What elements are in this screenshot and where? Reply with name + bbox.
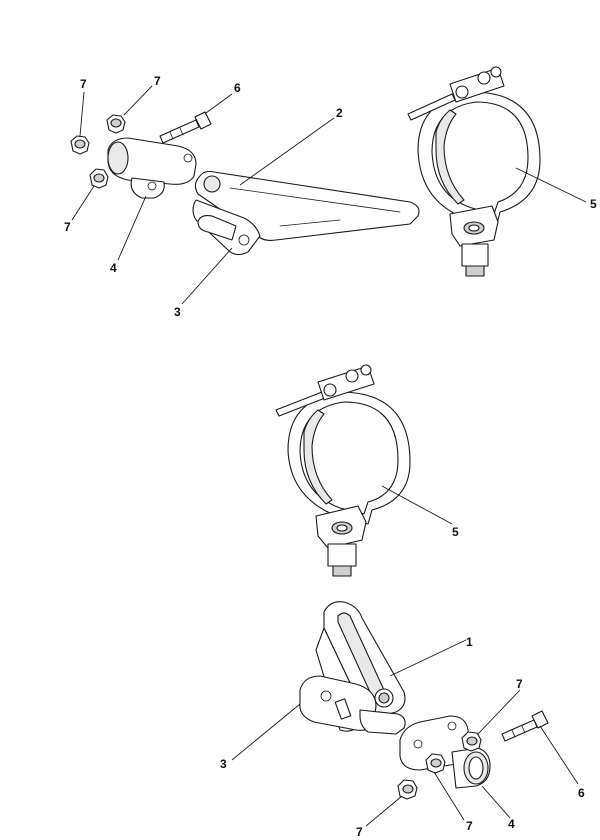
callout-bot-3: 3 [220, 757, 227, 771]
callout-bot-7b: 7 [466, 819, 473, 833]
bolt-bottom [501, 710, 549, 742]
bracket-arm-top [192, 170, 420, 256]
callout-bot-7c: 7 [356, 825, 363, 839]
callout-top-5: 5 [590, 197, 597, 211]
nut-bottom-left [397, 779, 418, 800]
bolt-top [159, 111, 212, 144]
callout-top-4: 4 [110, 261, 117, 275]
callout-top-2: 2 [336, 106, 343, 120]
nut-top-center [106, 114, 126, 134]
nut-bottom-center [425, 753, 446, 774]
callout-bot-7a: 7 [516, 677, 523, 691]
callout-top-7c: 7 [64, 220, 71, 234]
nut-top-left-upper [70, 135, 90, 155]
callout-top-6: 6 [234, 81, 241, 95]
nut-bottom-right [461, 731, 482, 752]
base-block-bottom [299, 675, 406, 735]
bottom-assembly: 1 7 3 6 7 4 7 [220, 601, 585, 839]
callout-mid-5: 5 [452, 525, 459, 539]
callout-top-7a: 7 [80, 77, 87, 91]
callout-top-3: 3 [174, 305, 181, 319]
clamp-block-top [107, 137, 197, 199]
clamp-block-bottom [399, 715, 491, 789]
callout-top-7b: 7 [154, 74, 161, 88]
callout-bot-4: 4 [508, 817, 515, 831]
top-assembly: 7 7 6 2 7 4 3 5 [64, 66, 597, 319]
callout-bot-1: 1 [466, 635, 473, 649]
pipe-clamp-middle: 5 [275, 364, 459, 577]
callout-bot-6: 6 [578, 786, 585, 800]
pipe-clamp-top [407, 66, 541, 277]
nut-top-left-lower [89, 168, 109, 189]
